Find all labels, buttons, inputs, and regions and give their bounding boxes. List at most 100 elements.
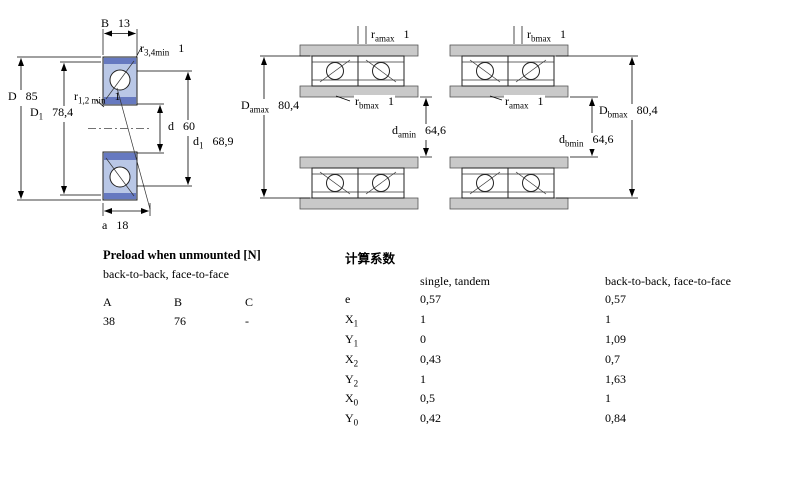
dim-value: 1	[403, 27, 410, 41]
dim-subscript: bmin	[565, 138, 584, 149]
dim-symbol: D	[241, 98, 250, 112]
factor-value-1: 1	[420, 311, 426, 326]
shaft-shoulder-bottom	[299, 156, 419, 169]
dim-label-D: D 85	[7, 89, 39, 107]
preload-title: Preload when unmounted [N]	[103, 248, 261, 262]
dim-value: 60	[183, 119, 195, 133]
dim-subscript: bmax	[531, 33, 551, 44]
factor-row: Y1 0 1,09	[345, 332, 731, 352]
preload-col-b: B	[174, 295, 183, 309]
dim-label-da-min: damin 64,6	[391, 123, 447, 141]
bearing-cross-section-drawing	[88, 56, 152, 210]
dim-label-r12: r1,2 min 1	[73, 90, 122, 106]
dim-subscript: bmax	[359, 100, 379, 111]
preload-val-c: -	[245, 314, 249, 328]
dim-value: 1	[114, 89, 121, 103]
factor-row: Y0 0,42 0,84	[345, 411, 731, 431]
dim-value: 64,6	[425, 123, 446, 137]
factor-row: e 0,57 0,57	[345, 292, 731, 312]
factor-row: Y2 1 1,63	[345, 372, 731, 392]
preload-section: Preload when unmounted [N] back-to-back,…	[103, 248, 316, 329]
factor-value-2: 0,7	[605, 351, 620, 366]
dim-symbol: B	[101, 16, 110, 30]
ring-band-bottom	[104, 193, 136, 199]
housing-top-df	[449, 44, 569, 57]
dim-value: 78,4	[52, 105, 74, 119]
factor-symbol: X0	[345, 391, 359, 408]
dim-label-d1: d1 68,9	[192, 134, 235, 152]
factors-header-spacer	[345, 274, 420, 288]
factor-row: X2 0,43 0,7	[345, 352, 731, 372]
ring-band-top-inner	[104, 97, 136, 104]
dim-symbol: D	[8, 89, 17, 103]
dim-value: 1	[388, 94, 394, 108]
dim-value: 1	[560, 27, 566, 41]
factor-value-2: 0,84	[605, 411, 626, 426]
dim-value: 68,9	[212, 134, 234, 148]
factor-value-2: 1	[605, 311, 611, 326]
factor-value-1: 1	[420, 371, 426, 386]
dim-value: 1	[537, 94, 544, 108]
factor-symbol: Y0	[345, 411, 359, 428]
dim-label-D1: D1 78,4	[29, 105, 75, 123]
face-to-face-arrangement-drawing	[449, 44, 569, 210]
shaft-shoulder-bottom-df	[449, 156, 569, 169]
factor-symbol: Y2	[345, 371, 359, 388]
preload-col-c: C	[245, 295, 254, 309]
dim-value: 1	[178, 41, 185, 55]
dim-symbol: d	[168, 119, 174, 133]
factor-value-2: 1,09	[605, 331, 626, 346]
factor-symbol: X2	[345, 351, 359, 369]
preload-header-row: A B C	[103, 295, 316, 310]
dim-symbol: d	[392, 123, 398, 137]
factors-col-header-single-tandem: single, tandem	[420, 274, 490, 288]
dim-symbol: r	[505, 94, 509, 108]
calculation-factors-section: 计算系数 single, tandem back-to-back, face-t…	[345, 248, 731, 431]
dim-subscript: amax	[249, 104, 270, 115]
dim-label-B: B 13	[100, 17, 131, 33]
factor-value-1: 0,57	[420, 292, 441, 306]
dim-symbol: r	[527, 27, 531, 41]
dim-subscript: bmax	[607, 109, 628, 120]
bearing-dimension-lines	[17, 29, 192, 216]
factor-value-1: 0,42	[420, 411, 441, 426]
factors-rows: e 0,57 0,57 X1 1 1 Y1 0 1,09 X2 0,43 0,7…	[345, 292, 731, 431]
back-to-back-arrangement-drawing	[299, 44, 419, 210]
dim-symbol: r	[371, 27, 375, 41]
housing-bottom	[299, 197, 419, 210]
ring-band-top	[104, 58, 136, 64]
dim-value: 13	[118, 16, 131, 30]
dim-symbol: r	[355, 94, 359, 108]
dim-subscript: 1	[199, 140, 204, 151]
factor-symbol: e	[345, 292, 351, 306]
preload-subtitle: back-to-back, face-to-face	[103, 267, 229, 281]
dim-subscript: 1	[38, 111, 44, 122]
dim-subscript: amin	[398, 129, 416, 140]
dim-symbol: r	[74, 89, 78, 103]
factor-value-1: 0	[420, 331, 426, 346]
dim-label-rb-max-df: rbmax 1	[526, 28, 567, 44]
preload-value-row: 38 76 -	[103, 314, 316, 329]
dim-symbol: d	[559, 132, 565, 146]
factors-title: 计算系数	[345, 252, 396, 266]
factor-value-2: 1,63	[605, 371, 626, 386]
dim-subscript: 1,2 min	[78, 95, 106, 106]
dim-value: 85	[25, 89, 38, 103]
factors-col-header-back-to-back: back-to-back, face-to-face	[605, 274, 731, 288]
technical-drawing-canvas	[17, 26, 638, 216]
dim-symbol: d	[193, 134, 199, 148]
preload-val-b: 76	[174, 314, 186, 328]
dim-label-Da-max: Damax 80,4	[240, 98, 301, 116]
dim-value: 80,4	[278, 98, 300, 112]
dim-symbol: D	[30, 105, 39, 119]
factor-value-1: 0,43	[420, 351, 441, 366]
dim-symbol: r	[140, 41, 144, 55]
factors-header-row: single, tandem back-to-back, face-to-fac…	[345, 274, 731, 288]
dim-label-rb-max-db: rbmax 1	[354, 94, 395, 112]
